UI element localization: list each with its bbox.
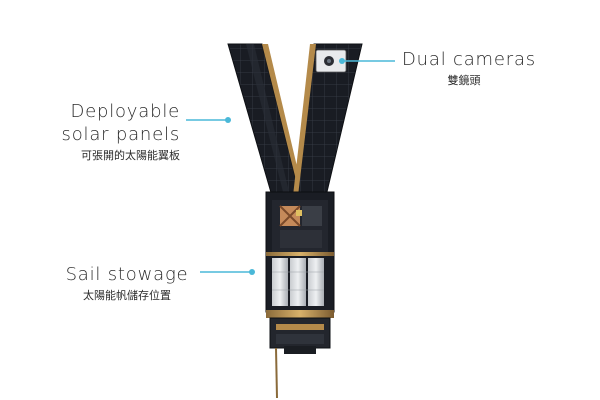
camera-module — [315, 49, 347, 73]
solar-panels-title-line2: solar panels — [61, 124, 180, 145]
dual-cameras-callout: Dual cameras 雙鏡頭 — [402, 48, 536, 88]
leader-dual-cameras — [339, 58, 395, 64]
dual-cameras-title: Dual cameras — [402, 49, 536, 70]
sail-stowage-subtitle: 太陽能帆儲存位置 — [83, 289, 171, 302]
solar-panels-subtitle: 可張開的太陽能翼板 — [81, 149, 180, 162]
right-solar-panel — [293, 43, 363, 197]
leader-sail-stowage — [200, 269, 255, 275]
sail-stowage-title: Sail stowage — [65, 264, 189, 285]
solar-panels-title-line1: Deployable — [70, 101, 180, 122]
dual-cameras-subtitle: 雙鏡頭 — [447, 74, 481, 87]
sail-stowage-callout: Sail stowage 太陽能帆儲存位置 — [62, 263, 192, 303]
leader-solar-panels — [186, 117, 231, 123]
cubesat-body — [265, 191, 335, 399]
left-solar-panel — [227, 43, 304, 197]
solar-panels-callout: Deployable solar panels 可張開的太陽能翼板 — [40, 100, 180, 163]
